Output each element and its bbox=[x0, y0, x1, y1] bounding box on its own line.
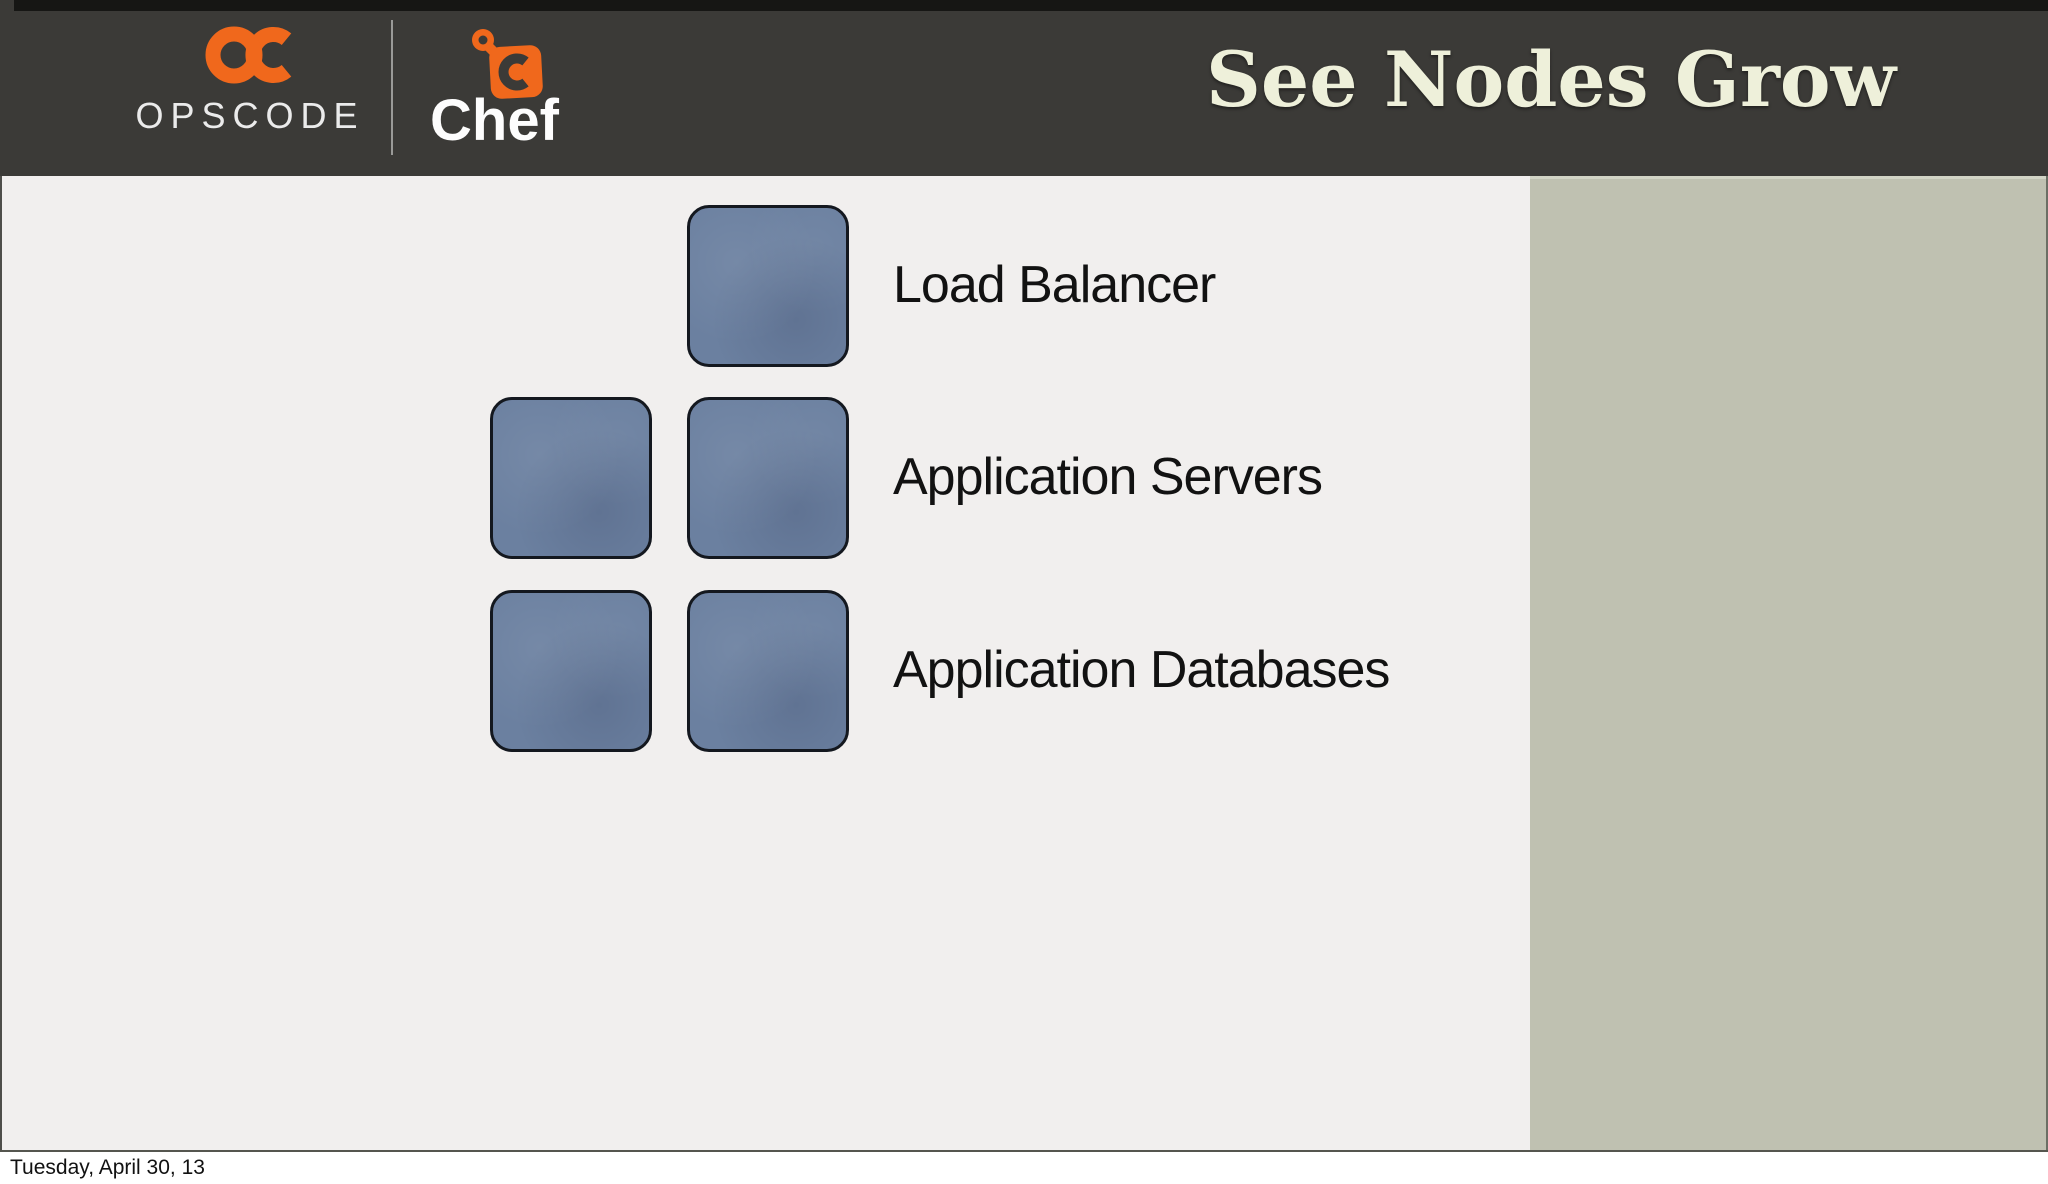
opscode-oc-monogram-icon bbox=[205, 26, 292, 84]
node-row-label: Load Balancer bbox=[893, 255, 1216, 314]
node-row-label: Application Servers bbox=[893, 447, 1323, 506]
node-square bbox=[687, 205, 849, 367]
node-square bbox=[687, 397, 849, 559]
node-row-label: Application Databases bbox=[893, 640, 1390, 699]
export-timestamp: Tuesday, April 30, 13 bbox=[10, 1156, 205, 1179]
node-square bbox=[490, 590, 652, 752]
chef-key-icon bbox=[472, 29, 543, 99]
node-square bbox=[490, 397, 652, 559]
top-edge-strip bbox=[14, 0, 2048, 11]
logo-divider bbox=[391, 20, 393, 155]
node-square bbox=[687, 590, 849, 752]
chef-wordmark: Chef bbox=[430, 88, 559, 153]
slide-title: See Nodes Grow bbox=[1205, 35, 1896, 124]
opscode-wordmark: OPSCODE bbox=[135, 95, 365, 136]
slide-header: OPSCODE Chef See Nodes Grow bbox=[0, 0, 2048, 176]
opscode-logo: OPSCODE bbox=[135, 26, 358, 146]
slide-left-edge bbox=[0, 176, 2, 1150]
footer-bar: Tuesday, April 30, 13 bbox=[0, 1152, 2048, 1184]
chef-logo: Chef bbox=[430, 18, 600, 158]
side-panel bbox=[1530, 176, 2048, 1150]
